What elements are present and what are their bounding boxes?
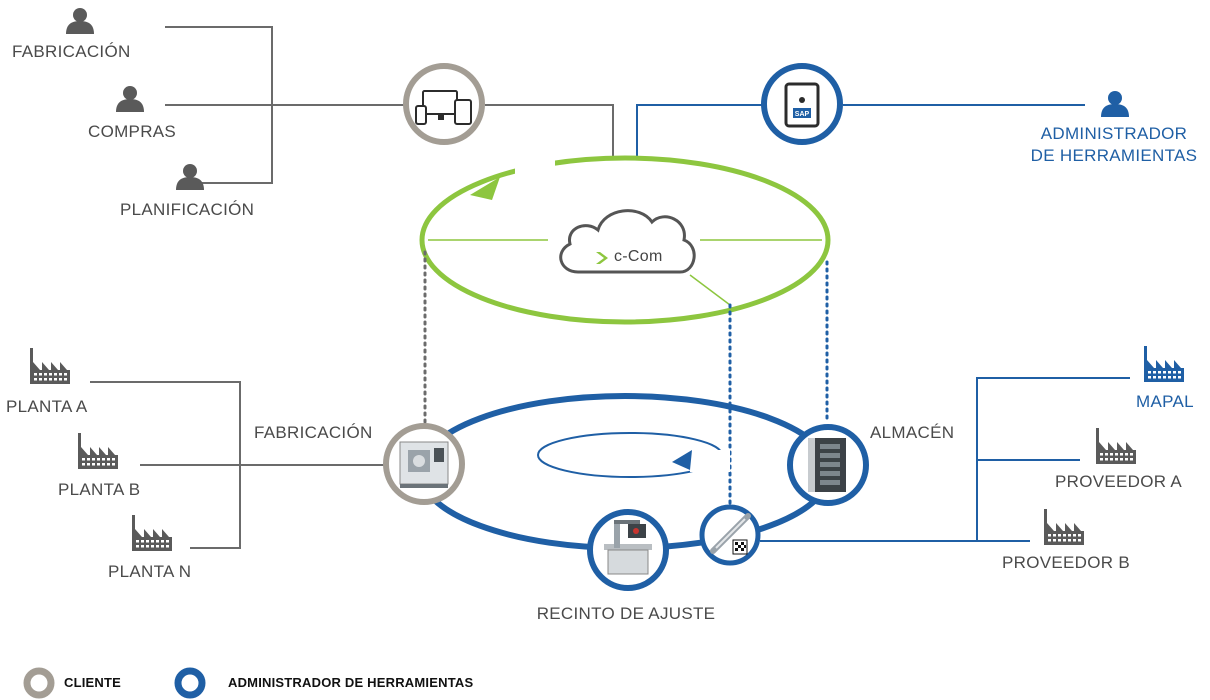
- supplier-a-label: PROVEEDOR A: [1055, 472, 1183, 491]
- station-recinto-label: RECINTO DE AJUSTE: [536, 604, 716, 623]
- legend-admin-icon: [174, 667, 206, 699]
- station-recinto-node[interactable]: [587, 509, 669, 591]
- station-fabricacion-node[interactable]: [383, 423, 465, 505]
- c-com-cloud[interactable]: [559, 209, 696, 274]
- c-com-brand-label: c-Com: [614, 248, 663, 265]
- supplier-lines: [760, 377, 1130, 542]
- user-planificacion-icon: [176, 164, 204, 190]
- station-fabricacion-label: FABRICACIÓN: [254, 423, 373, 442]
- data-matrix-icon: [732, 539, 748, 555]
- user-fabricacion-label: FABRICACIÓN: [12, 42, 131, 61]
- user-admin-label-line2: DE HERRAMIENTAS: [1030, 146, 1198, 165]
- legend-cliente-icon: [23, 667, 55, 699]
- plant-b-label: PLANTA B: [58, 480, 141, 499]
- plant-lines: [90, 381, 384, 549]
- tablet-sap-icon: SAP: [784, 82, 820, 128]
- supplier-a-icon: [1096, 428, 1136, 464]
- user-compras-icon: [116, 86, 144, 112]
- presetting-device-icon: [604, 520, 652, 575]
- user-planificacion-label: PLANIFICACIÓN: [120, 200, 255, 219]
- station-almacen-node[interactable]: [787, 424, 869, 506]
- legend-cliente-label: CLIENTE: [64, 675, 122, 690]
- user-fabricacion-icon: [66, 8, 94, 34]
- user-lines: [165, 26, 614, 184]
- c-com-logo-icon: [596, 252, 608, 264]
- supplier-mapal-label: MAPAL: [1136, 392, 1194, 411]
- station-almacen-label: ALMACÉN: [870, 423, 955, 442]
- user-admin-label-line1: ADMINISTRADOR: [1040, 124, 1188, 143]
- admin-line: [636, 104, 1085, 160]
- drill-tool-icon: [710, 513, 751, 554]
- devices-node[interactable]: [403, 63, 485, 145]
- tool-datamatrix-node[interactable]: [699, 504, 761, 566]
- plant-n-icon: [132, 515, 172, 551]
- supplier-mapal-icon: [1144, 346, 1184, 382]
- cloud-ring: [419, 150, 831, 325]
- ring-arrow-icon: [470, 177, 500, 200]
- plant-a-icon: [30, 348, 70, 384]
- svg-text:SAP: SAP: [795, 111, 810, 118]
- machining-center-icon: [399, 441, 449, 488]
- supplier-b-label: PROVEEDOR B: [1002, 553, 1130, 572]
- supplier-b-icon: [1044, 509, 1084, 545]
- tablet-sap-node[interactable]: SAP: [761, 63, 843, 145]
- user-admin-icon: [1101, 91, 1129, 117]
- plant-b-icon: [78, 433, 118, 469]
- dotted-connectors: [423, 250, 829, 512]
- plant-n-label: PLANTA N: [108, 562, 192, 581]
- legend-admin-label: ADMINISTRADOR DE HERRAMIENTAS: [228, 675, 474, 690]
- devices-icon: [415, 90, 472, 125]
- user-compras-label: COMPRAS: [88, 122, 177, 141]
- plant-a-label: PLANTA A: [6, 397, 88, 416]
- tool-storage-icon: [808, 438, 846, 492]
- loop-arrow-icon: [672, 450, 692, 470]
